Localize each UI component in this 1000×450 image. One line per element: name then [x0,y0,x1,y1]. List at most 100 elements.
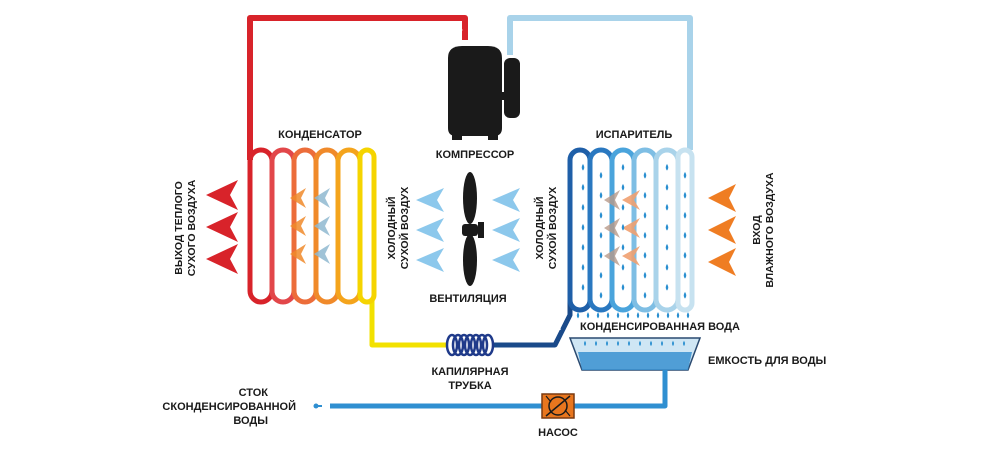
water-drop-icon [606,312,610,319]
arrow-icon [622,190,640,210]
water-drop-icon [643,231,647,239]
arrow-icon [492,188,520,212]
water-drop-icon [599,271,603,279]
water-drop-icon [683,231,687,239]
arrow-icon [708,248,736,276]
arrow-icon [314,216,330,236]
water-tank-label: ЕМКОСТЬ ДЛЯ ВОДЫ [708,355,827,367]
evaporator: ИСПАРИТЕЛЬ [567,129,695,319]
water-drop-icon [665,223,669,231]
arrow-icon [416,248,444,272]
arrow-icon [290,244,306,264]
water-drop-icon [683,171,687,179]
pump-label: НАСОС [538,427,578,439]
drain-pipe [330,370,668,409]
cold-dry-air-left-1: ХОЛОДНЫЙ [385,197,398,260]
cold-dry-air-right-2: СУХОЙ ВОЗДУХ [546,187,559,270]
water-drop-icon [581,243,585,251]
water-drop-icon [599,171,603,179]
arrow-icon [604,190,620,210]
condenser-label: КОНДЕНСАТОР [278,129,362,141]
compressor: КОМПРЕССОР [436,46,520,161]
water-drop-icon [581,223,585,231]
condenser-inner-arrows [290,188,330,264]
arrow-icon [290,216,306,236]
drain-label-3: ВОДЫ [233,415,268,427]
drain-label-2: СКОНДЕНСИРОВАННОЙ [162,400,296,413]
water-drop-icon [683,271,687,279]
water-drop-icon [665,263,669,271]
arrow-icon [708,184,736,212]
water-drop-icon [581,283,585,291]
water-drop-icon [661,340,663,346]
water-drop-icon [643,271,647,279]
water-drop-icon [665,183,669,191]
evaporator-label: ИСПАРИТЕЛЬ [596,129,673,141]
cold-dry-air-left-2: СУХОЙ ВОЗДУХ [398,187,411,270]
water-drop-icon [621,183,625,191]
water-drop-icon [606,340,608,346]
arrow-icon [622,218,640,238]
capillary-label-1: КАПИЛЯРНАЯ [431,366,508,378]
water-tank [568,337,702,371]
arrow-icon [604,246,620,266]
arrow-icon [492,218,520,242]
water-drop-icon [636,312,640,319]
water-drop-icon [581,183,585,191]
compressor-label: КОМПРЕССОР [436,149,515,161]
warm-exit-label-2: СУХОГО ВОЗДУХА [186,179,198,276]
arrow-icon [314,244,330,264]
hot-pipe [247,15,468,160]
warm-air-exit-arrows [206,180,238,274]
water-drop-icon [646,312,650,319]
water-drop-icon [683,291,687,299]
water-drop-icon [599,191,603,199]
water-drop-icon [666,312,670,319]
cold-air-arrows [416,188,520,272]
arrow-icon [206,180,238,210]
condensed-water-label: КОНДЕНСИРОВАННАЯ ВОДА [580,321,740,333]
water-drop-icon [626,312,630,319]
water-drop-icon [621,163,625,171]
cold-suction-pipe [507,15,693,150]
water-drop-icon [643,191,647,199]
liquid-pipe [369,300,448,348]
humid-air-inlet-arrows [708,184,736,276]
humid-inlet-label-2: ВЛАЖНОГО ВОЗДУХА [764,172,776,288]
arrow-icon [206,212,238,242]
water-drop-icon [581,203,585,211]
fan-icon [462,172,484,286]
water-drop-icon [621,223,625,231]
water-drop-icon [586,312,590,319]
water-drop-icon [686,312,690,319]
water-drop-icon [683,251,687,259]
flow-arrow [668,31,681,45]
water-drop-icon [650,340,652,346]
water-drop-icon [617,340,619,346]
water-drop-icon [639,340,641,346]
water-drop-icon [584,340,586,346]
water-drop-icon [581,163,585,171]
arrow-icon [492,248,520,272]
pump-icon [541,393,575,419]
water-drop-icon [576,312,580,319]
water-drop-icon [628,340,630,346]
water-drops [576,163,690,319]
water-drop-icon [595,340,597,346]
water-drop-icon [599,291,603,299]
water-drop-icon [665,203,669,211]
water-drop-icon [683,211,687,219]
water-drop-icon [643,211,647,219]
water-drop-icon [643,171,647,179]
water-drop-icon [596,312,600,319]
water-drop-icon [599,211,603,219]
water-drop-icon [672,340,674,346]
flow-arrow [259,29,275,45]
water-drop-icon [621,203,625,211]
humid-inlet-label-1: ВХОД [751,215,763,245]
arrow-icon [416,218,444,242]
water-drop-icon [656,312,660,319]
water-drop-icon [581,263,585,271]
condenser: КОНДЕНСАТОР [247,129,377,305]
